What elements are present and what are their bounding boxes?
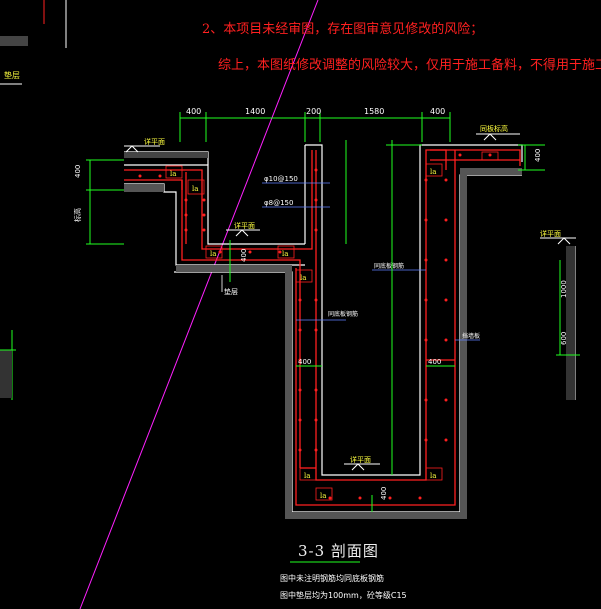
dim-left-unk: 标高 (73, 208, 82, 222)
wall-label: 挡墙板 (462, 332, 480, 340)
bottom-bar-note: 同底板钢筋 (328, 310, 358, 318)
dim-400-b: 400 (430, 107, 445, 116)
lap-label: la (192, 185, 198, 193)
lap-label: la (430, 168, 436, 176)
note-line-3: 综上，本图纸修改调整的风险较大，仅用于施工备料，不得用于施工。 (218, 58, 601, 73)
lap-boxes (165, 151, 499, 501)
dim-1580: 1580 (364, 107, 384, 116)
left-dimension (86, 159, 124, 245)
right-fragment: 1000 600 (556, 246, 580, 400)
label-left-top: 垫层 (4, 70, 20, 80)
cushion-label: 垫层 (224, 287, 238, 296)
rebar-dots (138, 153, 492, 500)
lap-label: la (300, 274, 306, 282)
top-dimension-chain (179, 112, 451, 142)
rebar-label-phi10: φ10@150 (264, 175, 298, 183)
dim-400-a: 400 (186, 107, 201, 116)
svg-text:600: 600 (560, 332, 568, 345)
dim-wall-400-right: 400 (428, 358, 441, 366)
lap-label: la (210, 250, 216, 258)
inner-dimensions (229, 140, 545, 512)
dim-bottom-400: 400 (380, 487, 388, 500)
level-markers (124, 133, 576, 471)
level-label-far-right: 详平面 (540, 229, 561, 238)
lap-label: la (170, 170, 176, 178)
lap-label: la (430, 472, 436, 480)
left-fragment (0, 330, 16, 400)
cushion-hatch (124, 152, 522, 519)
legend-line-1: 图中未注明钢筋均同底板钢筋 (280, 574, 384, 583)
dim-wall-400-left: 400 (298, 358, 311, 366)
note-line-2: 2、本项目未经审图，存在图审意见修改的风险； (202, 22, 484, 37)
dim-left-400: 400 (74, 165, 82, 178)
lap-label: la (320, 492, 326, 500)
dim-mid-400: 400 (240, 249, 248, 262)
level-label-mid: 详平面 (234, 221, 255, 230)
svg-text:1000: 1000 (560, 280, 568, 298)
level-label-right: 同板标高 (480, 124, 508, 133)
level-label-left: 详平面 (144, 137, 165, 146)
dim-right-400: 400 (534, 149, 542, 162)
dim-1400: 1400 (245, 107, 265, 116)
leader-lines (262, 182, 480, 341)
level-label-bottom: 详平面 (350, 455, 371, 464)
legend-line-2: 图中垫层均为100mm，砼等级C15 (280, 591, 407, 600)
dim-200: 200 (306, 107, 321, 116)
lap-label: la (282, 250, 288, 258)
hatch-fill (0, 36, 28, 46)
lap-label: la (304, 472, 310, 480)
magenta-diagonal-line (79, 0, 319, 609)
section-title: 3-3 剖面图 (298, 542, 379, 560)
wall-bar-note: 同底板钢筋 (374, 262, 404, 270)
rebar-label-phi8: φ8@150 (264, 199, 293, 207)
